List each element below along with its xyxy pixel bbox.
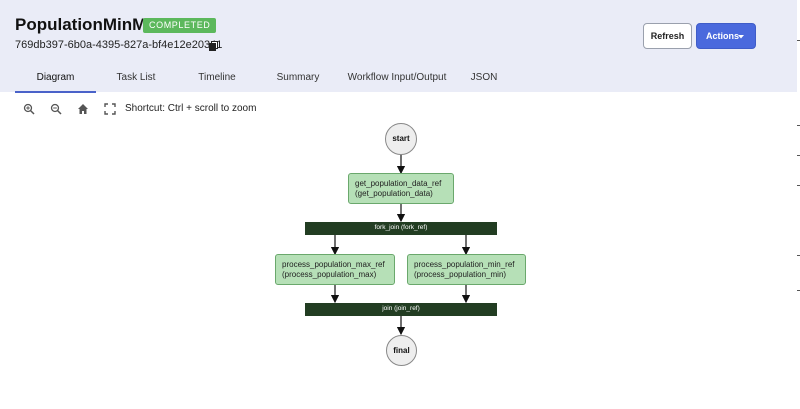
edge-mark [797,290,800,291]
task-process-population-min[interactable]: process_population_min_ref (process_popu… [407,254,526,285]
actions-button-label: Actions [706,31,740,41]
window-edge [797,0,800,409]
task-get-population-data[interactable]: get_population_data_ref (get_population_… [348,173,454,204]
copy-icon[interactable] [209,41,218,51]
edge-mark [797,255,800,256]
zoom-shortcut-hint: Shortcut: Ctrl + scroll to zoom [125,103,257,114]
task-ref-name: process_population_min_ref [414,260,515,269]
tab-json[interactable]: JSON [470,72,498,83]
home-icon[interactable] [77,103,89,115]
edge-mark [797,185,800,186]
caret-down-icon [738,35,744,39]
final-node[interactable]: final [386,335,417,366]
fork-join-bar[interactable]: fork_join (fork_ref) [305,222,497,235]
task-process-population-max[interactable]: process_population_max_ref (process_popu… [275,254,395,285]
tab-summary[interactable]: Summary [276,72,320,83]
task-def-name: (get_population_data) [355,189,433,198]
tab-task-list[interactable]: Task List [116,72,156,83]
edge-mark [797,125,800,126]
tab-workflow-input-output[interactable]: Workflow Input/Output [347,72,447,83]
status-badge: COMPLETED [143,18,217,33]
join-bar[interactable]: join (join_ref) [305,303,497,316]
task-ref-name: get_population_data_ref [355,179,442,188]
workflow-title: PopulationMinMax [15,15,166,34]
edge-mark [797,40,800,41]
task-def-name: (process_population_max) [282,270,377,279]
actions-button[interactable]: Actions [696,23,756,49]
zoom-out-icon[interactable] [50,103,62,115]
task-ref-name: process_population_max_ref [282,260,385,269]
edge-mark [797,155,800,156]
zoom-in-icon[interactable] [23,103,35,115]
task-def-name: (process_population_min) [414,270,507,279]
tab-diagram[interactable]: Diagram [15,72,96,93]
workflow-id: 769db397-6b0a-4395-827a-bf4e12e20341 [15,39,223,51]
fit-screen-icon[interactable] [104,103,116,115]
tab-timeline[interactable]: Timeline [198,72,236,83]
workflow-header: PopulationMinMax COMPLETED 769db397-6b0a… [0,0,800,93]
refresh-button[interactable]: Refresh [643,23,692,49]
start-node[interactable]: start [385,123,417,155]
